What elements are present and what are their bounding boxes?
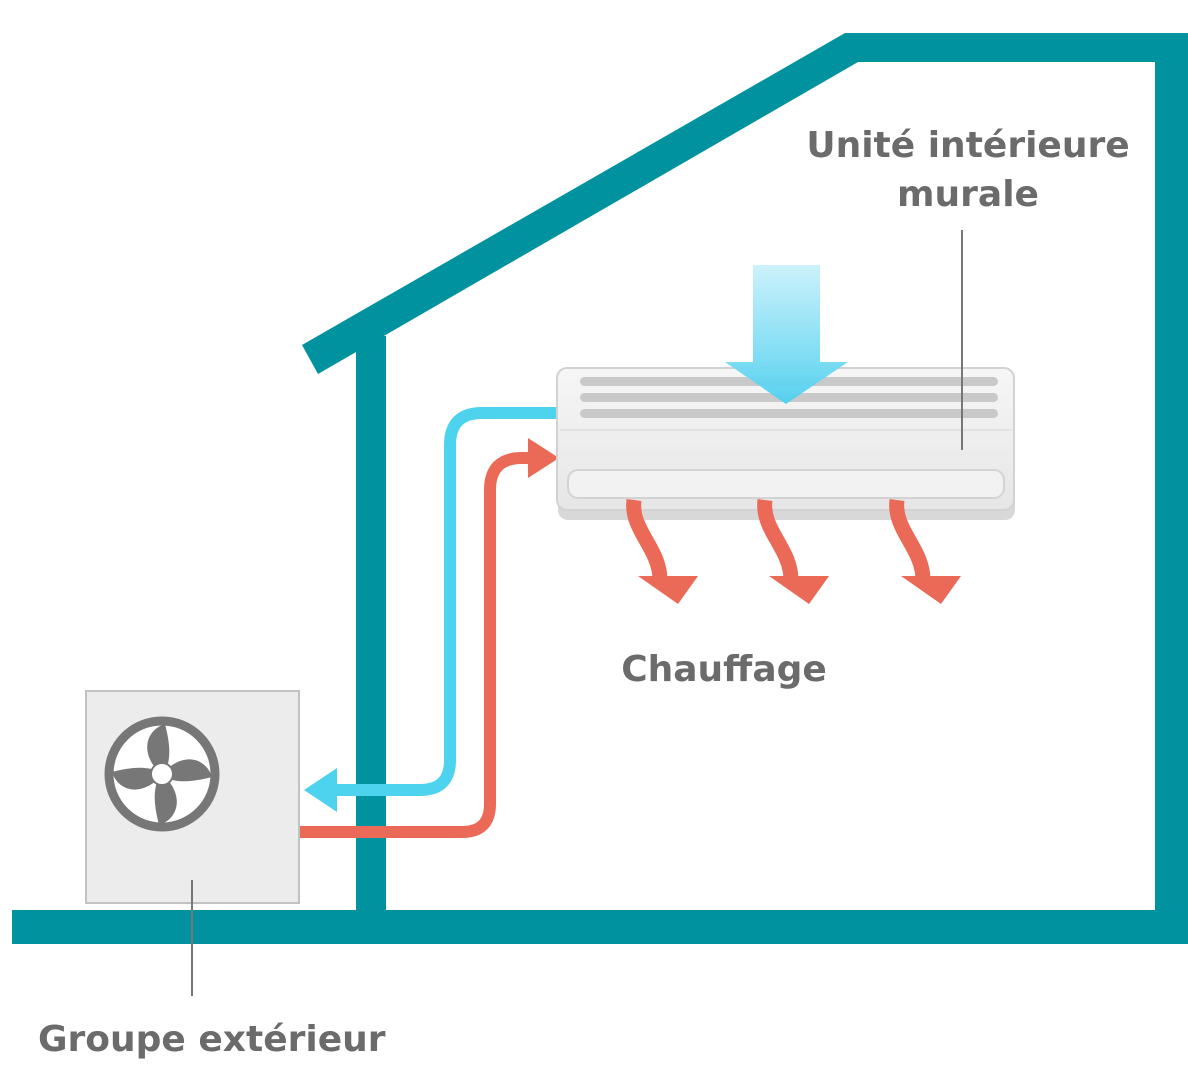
indoor-unit-label-line2: murale <box>897 174 1039 215</box>
indoor-unit <box>556 367 1015 520</box>
heat-arrow-icon <box>889 499 961 604</box>
house <box>12 33 1188 944</box>
heat-output-arrows <box>626 499 961 604</box>
hot-pipe <box>300 452 530 838</box>
indoor-unit-label-line1: Unité intérieure <box>806 125 1129 166</box>
arrow-down-icon <box>725 265 848 404</box>
indoor-unit-vent-3 <box>580 409 998 418</box>
cold-pipe <box>335 407 557 796</box>
indoor-unit-flap <box>567 469 1005 499</box>
fan-icon <box>104 716 220 832</box>
ground-line <box>12 910 1188 944</box>
heat-arrow-icon <box>757 499 829 604</box>
cold-pipe-arrowhead <box>304 768 337 812</box>
hot-pipe-arrowhead <box>528 438 559 478</box>
outdoor-unit <box>85 690 300 904</box>
refrigerant-pipes <box>300 407 559 838</box>
heating-label: Chauffage <box>621 649 827 690</box>
outdoor-unit-label: Groupe extérieur <box>38 1019 386 1060</box>
heat-arrow-icon <box>626 499 698 604</box>
